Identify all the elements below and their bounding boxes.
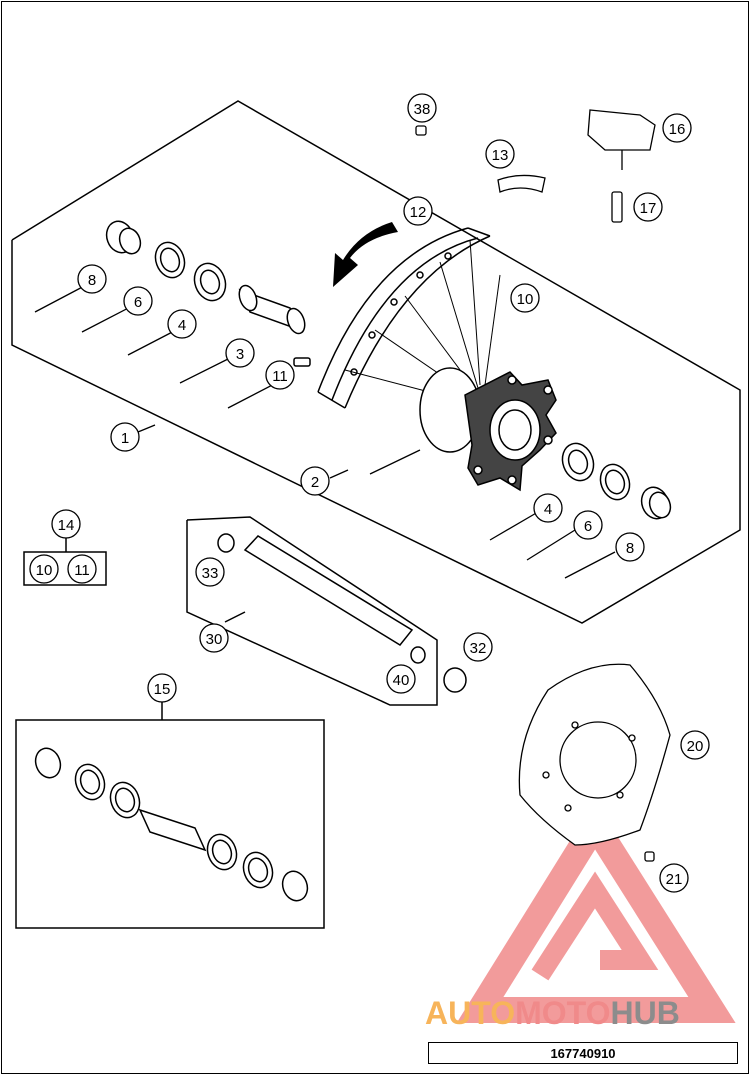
svg-text:8: 8	[88, 272, 96, 289]
svg-text:10: 10	[36, 562, 53, 579]
brake-disc	[518, 663, 671, 862]
svg-text:30: 30	[206, 631, 223, 648]
callout-11: 11	[265, 360, 295, 390]
rotation-arrow-icon	[333, 222, 398, 287]
right-bearing-stack	[561, 442, 672, 520]
svg-text:33: 33	[202, 565, 219, 582]
svg-text:4: 4	[178, 317, 186, 334]
svg-text:12: 12	[410, 204, 427, 221]
callout-4-right: 4	[533, 493, 563, 523]
svg-text:6: 6	[134, 294, 142, 311]
callout-15: 15	[147, 673, 177, 703]
svg-text:38: 38	[414, 101, 431, 118]
svg-text:20: 20	[687, 738, 704, 755]
svg-text:32: 32	[470, 640, 487, 657]
svg-text:15: 15	[154, 681, 171, 698]
callout-21: 21	[659, 863, 689, 893]
callout-33: 33	[195, 557, 225, 587]
svg-text:11: 11	[74, 562, 90, 579]
top-small-parts	[415, 109, 656, 223]
svg-text:8: 8	[626, 540, 634, 557]
reference-number: 167740910	[550, 1045, 616, 1061]
svg-text:10: 10	[517, 291, 534, 308]
svg-text:11: 11	[272, 368, 288, 385]
callout-2: 2	[300, 466, 330, 496]
svg-text:4: 4	[544, 501, 552, 518]
callout-14-10: 10	[29, 554, 59, 584]
group-14-bracket	[23, 538, 107, 586]
callout-8-left: 8	[77, 264, 107, 294]
callout-30: 30	[199, 623, 229, 653]
wheel-rim	[317, 227, 491, 409]
callout-14: 14	[51, 509, 81, 539]
callout-6-left: 6	[123, 286, 153, 316]
callout-1: 1	[110, 422, 140, 452]
left-bearing-stack	[105, 220, 311, 367]
svg-text:17: 17	[640, 200, 657, 217]
wheel-assembly-outline	[11, 100, 741, 624]
callout-6-right: 6	[573, 510, 603, 540]
callout-38: 38	[407, 93, 437, 123]
svg-text:16: 16	[669, 121, 686, 138]
leader-lines-left	[34, 282, 616, 579]
callouts: 1 2 3 4 4 6 6 8 8 10 11 12 13 14 10 11 1…	[29, 93, 710, 893]
wheel-spokes	[344, 239, 501, 401]
wheel-hub	[419, 367, 557, 492]
callout-4-left: 4	[167, 309, 197, 339]
callout-20: 20	[680, 730, 710, 760]
svg-text:6: 6	[584, 518, 592, 535]
svg-text:21: 21	[666, 871, 683, 888]
callout-3: 3	[225, 338, 255, 368]
callout-14-11: 11	[67, 554, 97, 584]
callout-10: 10	[510, 283, 540, 313]
svg-text:13: 13	[492, 147, 509, 164]
axle-group	[186, 516, 467, 706]
svg-text:1: 1	[121, 430, 129, 447]
group-15-bearing-kit	[15, 702, 325, 929]
callout-12: 12	[403, 196, 433, 226]
svg-text:40: 40	[393, 672, 410, 689]
watermark-wordmark: AUTOMOTOHUB	[425, 995, 680, 1031]
svg-text:14: 14	[58, 517, 75, 534]
callout-13: 13	[485, 139, 515, 169]
svg-text:3: 3	[236, 346, 244, 363]
callout-32: 32	[463, 632, 493, 662]
watermark-logo	[456, 800, 736, 1023]
svg-text:2: 2	[311, 474, 319, 491]
callout-17: 17	[633, 192, 663, 222]
reference-number-box: 167740910	[428, 1042, 738, 1064]
callout-16: 16	[662, 113, 692, 143]
callout-8-right: 8	[615, 532, 645, 562]
callout-40: 40	[386, 664, 416, 694]
